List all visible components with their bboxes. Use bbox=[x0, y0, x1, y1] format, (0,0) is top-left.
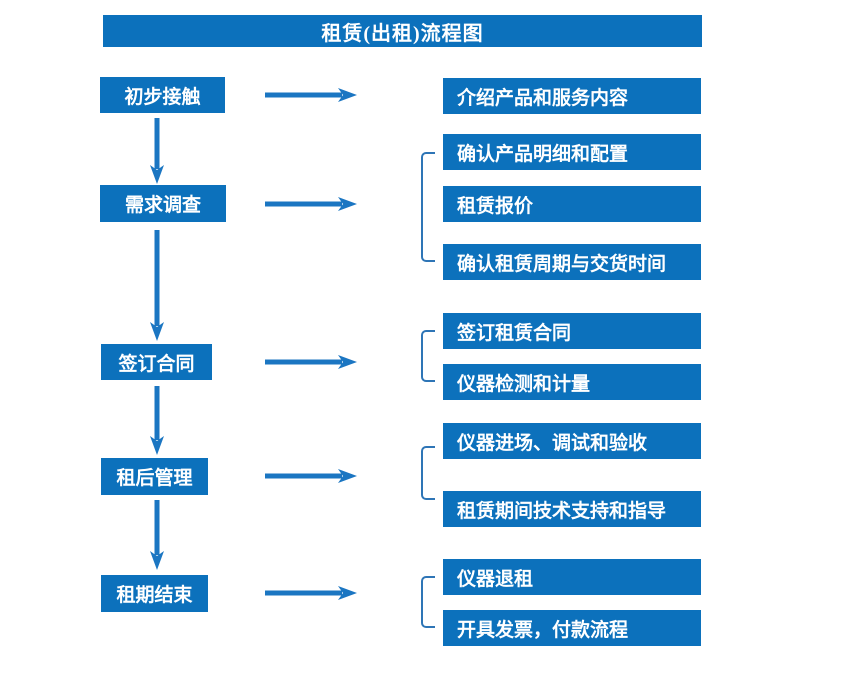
detail-group-bracket bbox=[421, 152, 435, 262]
detail-box-confirm-product-spec: 确认产品明细和配置 bbox=[443, 134, 701, 170]
detail-box-invoice-payment: 开具发票，付款流程 bbox=[443, 610, 701, 646]
detail-group-bracket bbox=[421, 446, 435, 500]
detail-group-bracket bbox=[421, 330, 435, 382]
step-box-lease-end: 租期结束 bbox=[101, 575, 208, 612]
detail-box-confirm-period: 确认租赁周期与交货时间 bbox=[443, 244, 701, 280]
detail-box-instrument-return: 仪器退租 bbox=[443, 559, 701, 595]
arrow-down-icon bbox=[149, 500, 165, 570]
arrow-down-icon bbox=[149, 230, 165, 341]
detail-box-introduce-products: 介绍产品和服务内容 bbox=[443, 78, 701, 114]
flowchart-title: 租赁(出租)流程图 bbox=[103, 15, 702, 47]
step-box-initial-contact: 初步接触 bbox=[100, 77, 225, 113]
arrow-right-icon bbox=[265, 468, 357, 484]
step-box-demand-survey: 需求调查 bbox=[100, 185, 226, 222]
detail-group-bracket bbox=[421, 576, 435, 628]
step-box-sign-contract: 签订合同 bbox=[101, 344, 212, 380]
arrow-right-icon bbox=[265, 354, 357, 370]
arrow-right-icon bbox=[265, 87, 357, 103]
detail-box-instrument-setup: 仪器进场、调试和验收 bbox=[443, 423, 701, 459]
detail-box-instrument-test: 仪器检测和计量 bbox=[443, 364, 701, 400]
detail-box-sign-rental-contract: 签订租赁合同 bbox=[443, 313, 701, 349]
step-box-post-rental-mgmt: 租后管理 bbox=[101, 458, 208, 495]
arrow-down-icon bbox=[149, 386, 165, 455]
detail-box-rental-quote: 租赁报价 bbox=[443, 186, 701, 222]
arrow-right-icon bbox=[265, 196, 357, 212]
arrow-right-icon bbox=[265, 585, 357, 601]
detail-box-tech-support: 租赁期间技术支持和指导 bbox=[443, 491, 701, 527]
arrow-down-icon bbox=[149, 118, 165, 184]
